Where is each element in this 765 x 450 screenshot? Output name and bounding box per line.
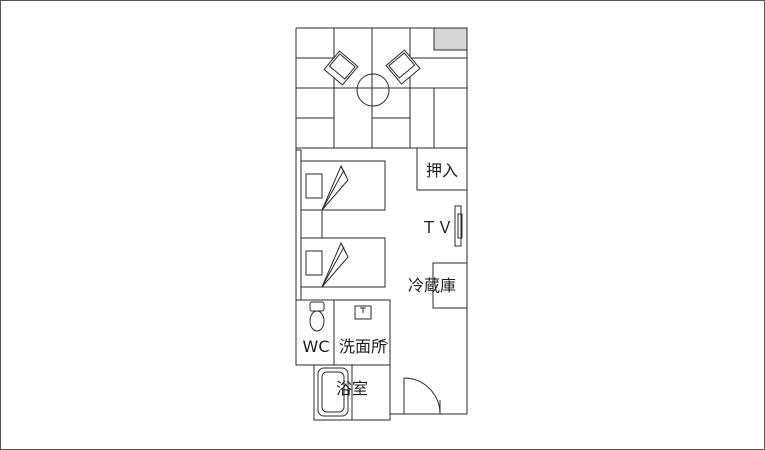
tv-label: ＴＶ [421, 218, 453, 237]
tatami-room [296, 27, 468, 148]
bed-2 [300, 237, 386, 288]
closet-label: 押入 [426, 161, 458, 180]
bath-label: 浴室 [336, 379, 368, 398]
entrance-door-icon [403, 377, 441, 415]
wc-label: WC [303, 337, 330, 356]
bed-1 [300, 160, 386, 211]
round-table [356, 73, 390, 107]
tokonoma-alcove [433, 27, 468, 51]
chair-right [385, 49, 421, 85]
wall-strip [295, 149, 302, 301]
low-table-set [323, 49, 421, 107]
washroom-label: 洗面所 [339, 337, 387, 356]
toilet-icon [309, 301, 325, 332]
bathtub-icon [317, 367, 349, 417]
sink-icon [354, 305, 372, 320]
washroom-door-swing [377, 340, 389, 345]
chair-left [323, 50, 359, 86]
fridge-area [432, 262, 468, 309]
closet [416, 147, 468, 191]
tv-stand [454, 205, 463, 247]
fridge-label: 冷蔵庫 [408, 276, 456, 295]
